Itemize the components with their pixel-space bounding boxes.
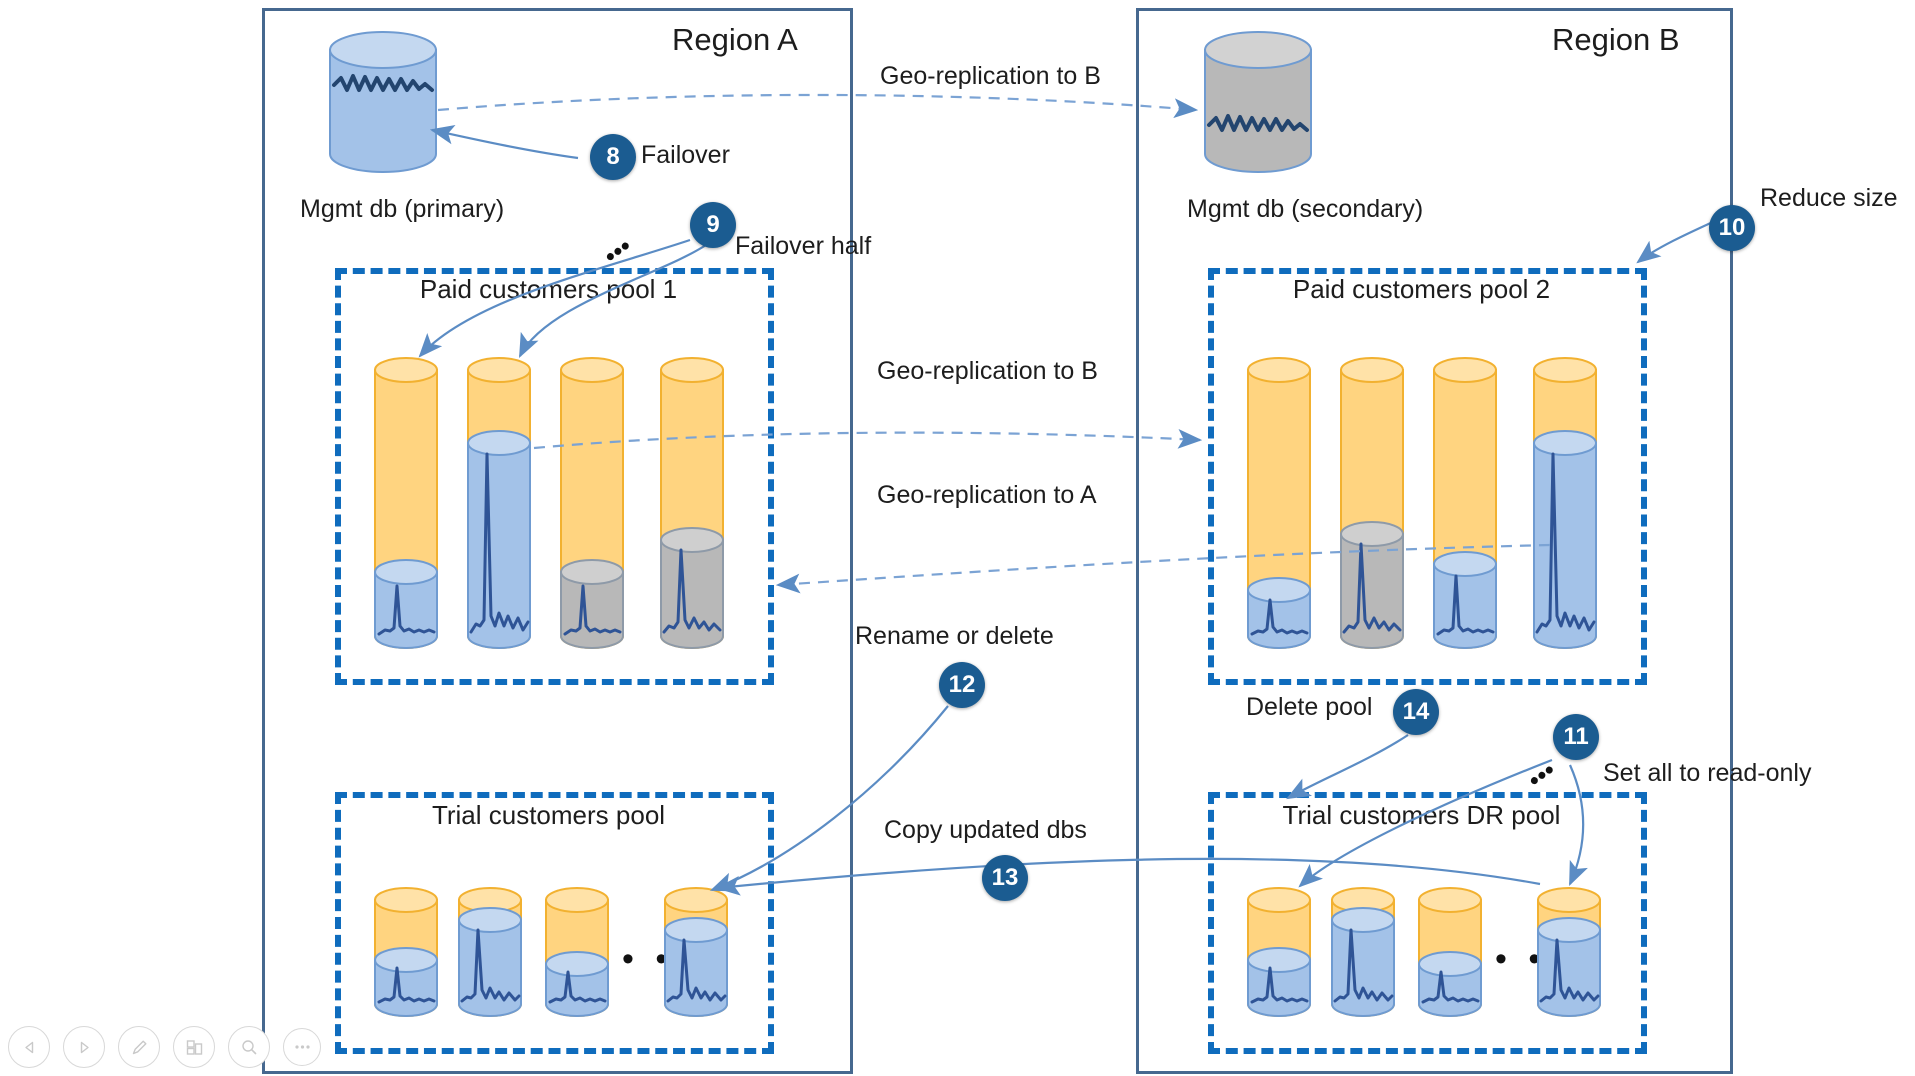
trial-dr-pool-title: Trial customers DR pool [1282,800,1561,830]
zoom-icon[interactable] [228,1026,270,1068]
trial-pool-db-2[interactable] [457,887,523,1017]
region-a-frame [262,8,853,1074]
trial-pool-db-4[interactable] [663,887,729,1017]
step-badge-8[interactable]: 8 [590,134,636,180]
region-a-title: Region A [672,22,798,57]
paid-pool-2-db-4[interactable] [1532,357,1598,649]
label-failover: Failover [641,141,730,169]
region-b-frame [1136,8,1733,1074]
mgmt-db-primary-label: Mgmt db (primary) [300,195,505,223]
paid-pool-1-title: Paid customers pool 1 [419,274,678,304]
more-options-icon[interactable] [283,1028,321,1066]
label-geo-replication-pool-a: Geo-replication to A [877,481,1097,509]
trial-dr-pool-db-3[interactable] [1417,887,1483,1017]
trial-dr-pool-db-4[interactable] [1536,887,1602,1017]
paid-pool-1-db-4[interactable] [659,357,725,649]
step-badge-10[interactable]: 10 [1709,205,1755,251]
paid-pool-1-db-1[interactable] [373,357,439,649]
paid-pool-2-title: Paid customers pool 2 [1292,274,1551,304]
mgmt-db-primary[interactable] [328,31,438,173]
label-delete-pool: Delete pool [1246,693,1373,721]
label-reduce-size: Reduce size [1760,184,1898,212]
paid-pool-2-db-1[interactable] [1246,357,1312,649]
play-icon[interactable] [63,1026,105,1068]
pen-icon[interactable] [118,1026,160,1068]
label-geo-replication-mgmt: Geo-replication to B [880,62,1101,90]
step-badge-12[interactable]: 12 [939,662,985,708]
trial-pool-frame [335,792,774,1054]
trial-pool-title: Trial customers pool [431,800,666,830]
label-geo-replication-pool-b: Geo-replication to B [877,357,1098,385]
label-copy-updated-dbs: Copy updated dbs [884,816,1087,844]
trial-dr-pool-db-1[interactable] [1246,887,1312,1017]
paid-pool-2-db-2[interactable] [1339,357,1405,649]
trial-pool-db-3[interactable] [544,887,610,1017]
step-badge-9[interactable]: 9 [690,202,736,248]
mgmt-db-secondary[interactable] [1203,31,1313,173]
step-badge-11[interactable]: 11 [1553,714,1599,760]
label-failover-half: Failover half [735,232,872,260]
label-set-all-read-only: Set all to read-only [1603,759,1812,787]
trial-dr-pool-db-2[interactable] [1330,887,1396,1017]
paid-pool-1-db-3[interactable] [559,357,625,649]
paid-pool-2-db-3[interactable] [1432,357,1498,649]
trial-pool-db-1[interactable] [373,887,439,1017]
mgmt-db-secondary-label: Mgmt db (secondary) [1187,195,1424,223]
region-b-title: Region B [1552,22,1680,57]
step-badge-14[interactable]: 14 [1393,689,1439,735]
label-rename-or-delete: Rename or delete [855,622,1054,650]
bottom-toolbar [8,1026,321,1068]
paid-pool-2-frame [1208,268,1647,685]
paid-pool-1-db-2[interactable] [466,357,532,649]
step-badge-13[interactable]: 13 [982,855,1028,901]
previous-icon[interactable] [8,1026,50,1068]
layout-icon[interactable] [173,1026,215,1068]
